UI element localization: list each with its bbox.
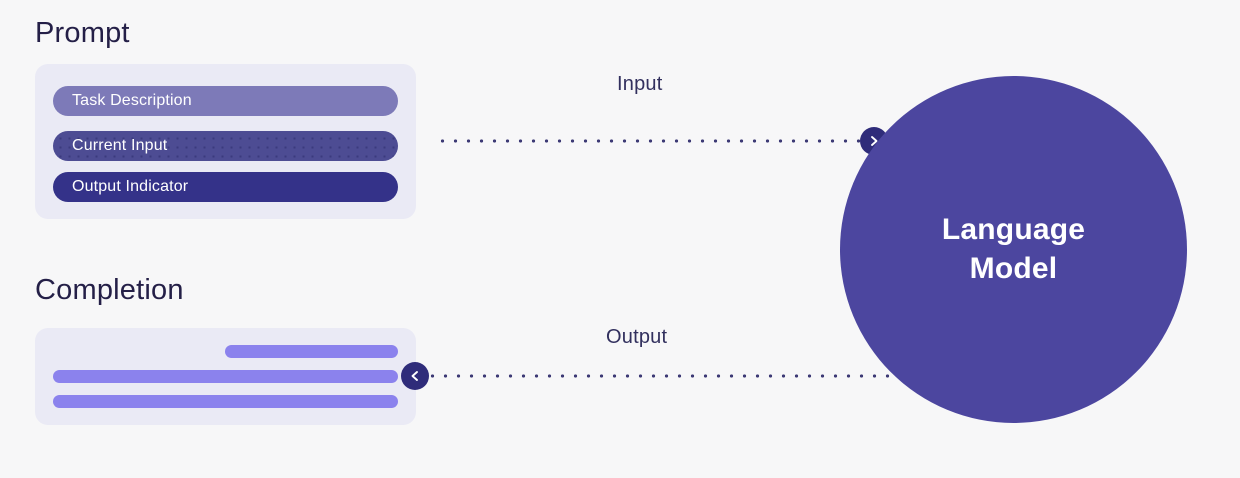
input-dotted-connector xyxy=(436,139,866,143)
input-flow-label: Input xyxy=(617,73,663,95)
prompt-pill-output-indicator[interactable]: Output Indicator xyxy=(53,172,398,202)
prompt-panel: Task Description Current Input Output In… xyxy=(35,64,416,219)
completion-bar-full-line-2 xyxy=(53,395,398,408)
completion-bar-full-line-1 xyxy=(53,370,398,383)
output-dotted-connector xyxy=(426,374,896,378)
completion-section-heading: Completion xyxy=(35,274,184,306)
completion-panel xyxy=(35,328,416,425)
language-model-label: Language Model xyxy=(941,213,1086,285)
language-model-node[interactable]: Language Model xyxy=(840,76,1187,423)
prompt-section-heading: Prompt xyxy=(35,17,130,49)
completion-bar-partial-line xyxy=(225,345,398,358)
output-flow-label: Output xyxy=(606,326,668,348)
chevron-left-icon xyxy=(401,362,429,390)
prompt-pill-output-indicator-label: Output Indicator xyxy=(72,178,189,195)
prompt-pill-task-description-label: Task Description xyxy=(72,92,192,109)
prompt-pill-current-input[interactable]: Current Input xyxy=(53,131,398,161)
prompt-pill-current-input-label: Current Input xyxy=(72,137,168,154)
prompt-pill-task-description[interactable]: Task Description xyxy=(53,86,398,116)
